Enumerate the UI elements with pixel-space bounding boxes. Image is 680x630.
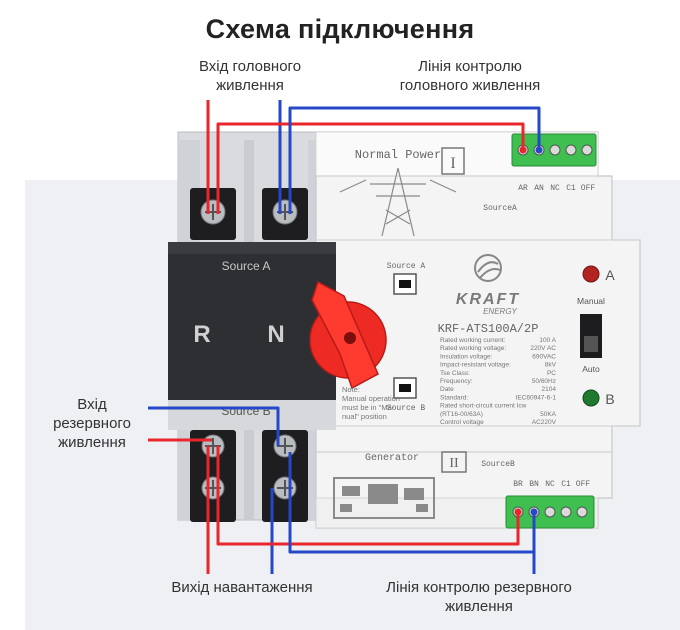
roman-one-label: I	[450, 155, 455, 172]
kraft-logo-icon	[474, 254, 502, 282]
spec-table: Rated working current: 100 A Rated working…	[440, 337, 557, 426]
note-line-2: Manual operation	[342, 394, 400, 403]
label-reserve-control: Лінія контролю резервного живлення	[386, 579, 572, 615]
indicator-a-label: A	[605, 267, 615, 283]
terminal-bottom-bn: BN	[529, 480, 539, 489]
spec-value: 690VAC	[532, 353, 556, 360]
window-b-label: Source B	[387, 404, 426, 413]
spec-key: Impact-resistant voltage:	[440, 362, 511, 369]
terminal-bottom-c1: C1	[561, 480, 571, 489]
normal-power-label: Normal Power	[355, 148, 441, 162]
spec-value: IEC60947-6-1	[516, 394, 557, 401]
spec-value: 2104	[542, 386, 557, 393]
spec-value: AC220V	[532, 419, 557, 426]
source-a-label: Source A	[222, 259, 271, 273]
main-input-terminals	[190, 188, 308, 240]
wire-reserve-control-red	[216, 446, 520, 546]
power-pylon-icon	[339, 167, 457, 237]
terminal-bottom-nc: NC	[545, 480, 555, 489]
source-b-small-label: SourceB	[481, 460, 515, 469]
indicator-b-lamp	[582, 389, 600, 407]
terminal-bottom-br: BR	[513, 480, 523, 489]
spec-key: Frequency:	[440, 378, 473, 385]
manual-label: Manual	[577, 296, 605, 306]
spec-key: (RT16-00/63A)	[440, 411, 483, 418]
wire-reserve-control-blue	[288, 452, 536, 554]
wire-main-control-red	[216, 122, 525, 214]
terminal-top-ar: AR	[518, 184, 528, 193]
spec-key: Tse Class:	[440, 370, 470, 377]
indicator-a-lamp	[582, 265, 600, 283]
terminal-bottom-off: OFF	[576, 480, 591, 489]
spec-value: 50KA	[540, 411, 557, 418]
label-main-input: Вхід головного живлення	[198, 58, 302, 94]
generator-icon	[333, 477, 435, 519]
brand-sub: ENERGY	[483, 307, 517, 316]
note-line-3: must be in "Ma-	[342, 403, 395, 412]
spec-value: 220V AC	[530, 345, 556, 352]
source-b-label: Source B	[221, 404, 270, 418]
spec-key: Rated working current:	[440, 337, 506, 344]
model-number: KRF-ATS100A/2P	[438, 322, 539, 336]
phase-r-label: R	[193, 321, 210, 348]
spec-value: 50/60Hz	[532, 378, 556, 385]
wire-reserve-input-blue	[148, 406, 280, 446]
spec-value: 8kV	[545, 362, 557, 369]
wire-main-control-blue	[288, 106, 541, 214]
terminal-top-an: AN	[534, 184, 544, 193]
auto-label: Auto	[582, 364, 600, 374]
spec-value: PC	[547, 370, 556, 377]
page-title: Схема підключення	[205, 14, 475, 44]
manual-rotary-handle[interactable]	[309, 280, 387, 390]
label-reserve-input: Вхід резервного живлення	[53, 396, 131, 451]
note-line-1: Note:	[342, 385, 360, 394]
manual-auto-switch[interactable]	[580, 314, 602, 358]
terminal-top-nc: NC	[550, 184, 560, 193]
spec-key: Standard:	[440, 394, 468, 401]
terminal-top-off: OFF	[581, 184, 596, 193]
spec-key: Insulation voltage:	[440, 353, 493, 360]
spec-key: Rated working voltage:	[440, 345, 506, 352]
spec-key: Control voltage	[440, 419, 484, 426]
bottom-control-terminal-block	[505, 495, 595, 529]
indicator-b-label: B	[605, 391, 614, 407]
window-a-label: Source A	[387, 262, 426, 271]
phase-n-label: N	[267, 321, 284, 348]
brand-name: KRAFT	[456, 291, 520, 308]
source-a-small-label: SourceA	[483, 204, 517, 213]
roman-two-label: II	[449, 456, 459, 471]
label-load-output: Вихід навантаження	[171, 579, 313, 596]
spec-key: Rated short-circuit current Icw	[440, 403, 527, 410]
terminal-top-c1: C1	[566, 184, 576, 193]
spec-value: 100 A	[539, 337, 556, 344]
generator-label: Generator	[365, 453, 419, 464]
note-line-4: nual" position	[342, 412, 387, 421]
label-main-control: Лінія контролю головного живлення	[399, 58, 541, 94]
spec-key: Date	[440, 386, 454, 393]
